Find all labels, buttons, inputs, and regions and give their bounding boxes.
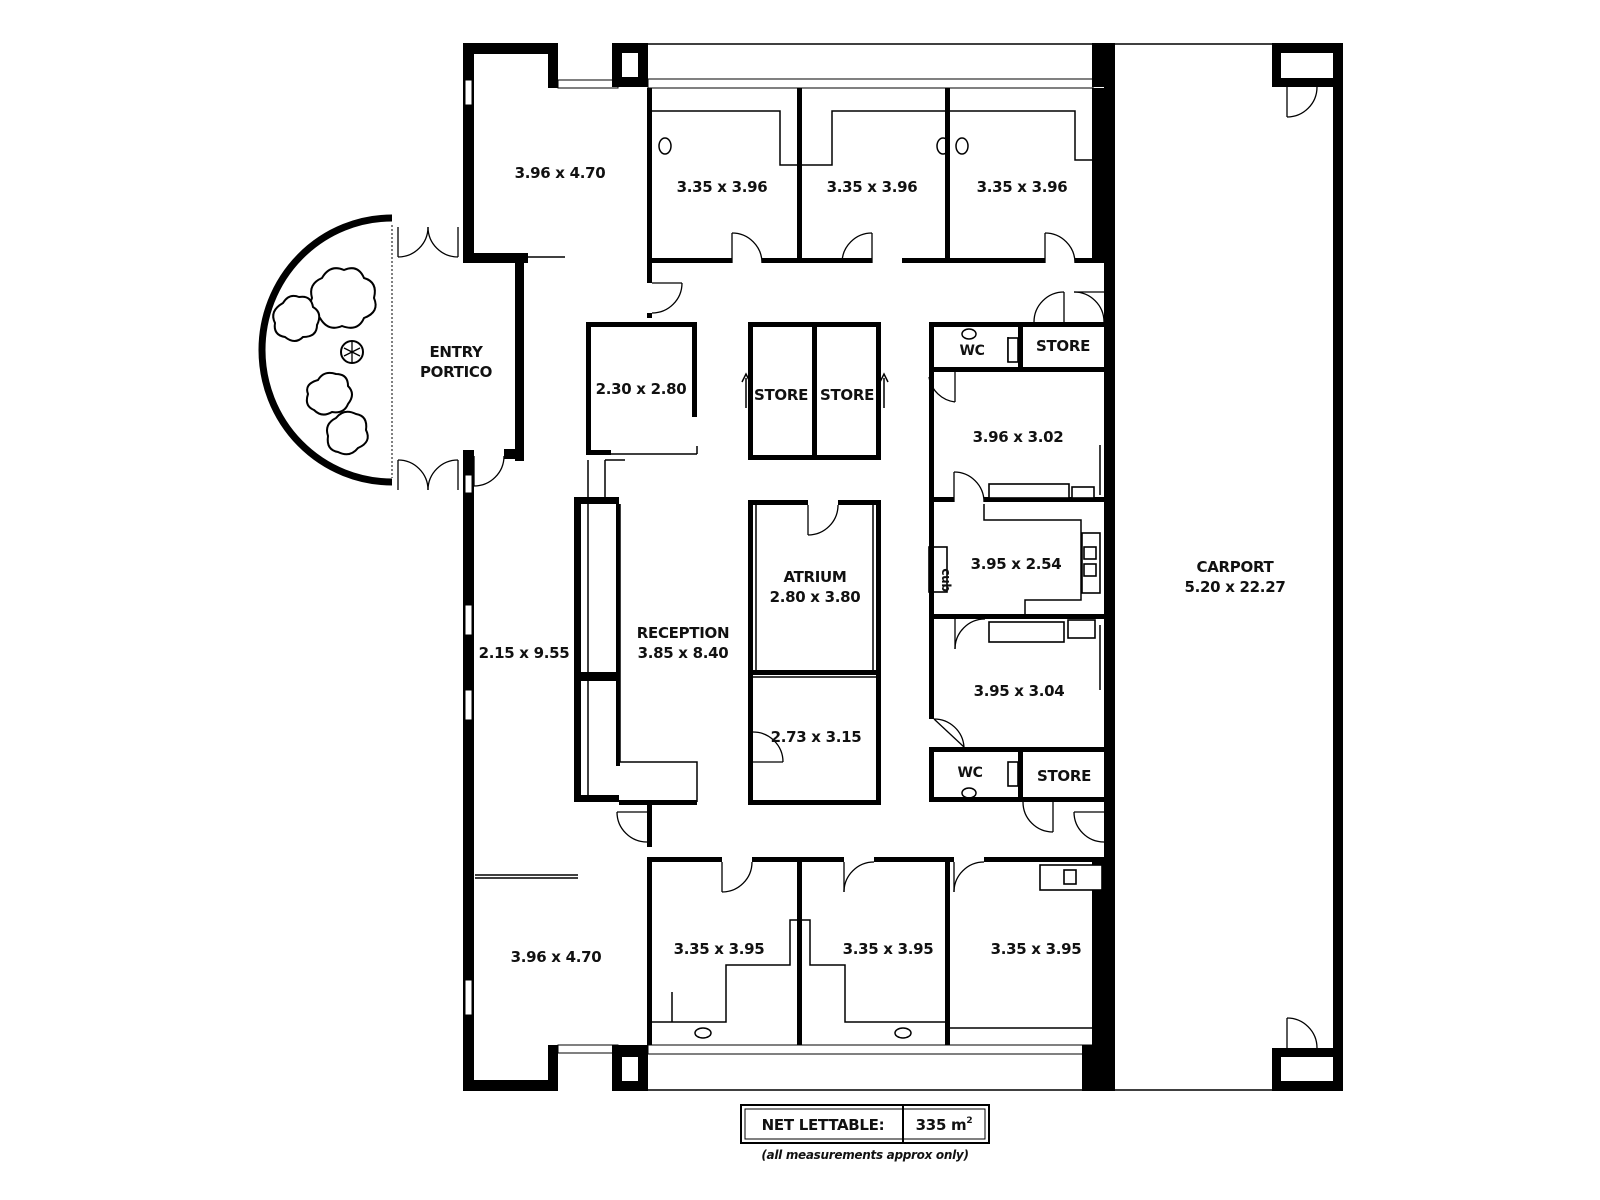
room-labels: 3.96 x 4.70 3.35 x 3.96 3.35 x 3.96 3.35… (420, 164, 1286, 966)
room-label: 2.30 x 2.80 (596, 380, 687, 398)
room-label: PORTICO (420, 363, 492, 381)
entry-portico (258, 214, 459, 491)
room-label: RECEPTION (637, 624, 729, 642)
room-label: 3.85 x 8.40 (638, 644, 729, 662)
exterior-walls (463, 43, 1115, 1091)
east-rooms (928, 291, 1105, 843)
room-label: WC (959, 343, 984, 359)
measurement-note: (all measurements approx only) (761, 1148, 968, 1162)
room-label: STORE (820, 386, 874, 404)
room-label: CARPORT (1197, 558, 1275, 576)
tree-icon (326, 410, 369, 456)
room-label: 2.15 x 9.55 (479, 644, 570, 662)
unit-superscript: 2 (966, 1116, 972, 1126)
room-label: 3.35 x 3.96 (827, 178, 918, 196)
room-label: cub (939, 568, 953, 592)
room-label: ENTRY (429, 343, 484, 361)
room-label: 3.35 x 3.95 (674, 940, 765, 958)
central-north-rooms (586, 322, 889, 460)
room-label: 3.96 x 4.70 (511, 948, 602, 966)
room-label: STORE (754, 386, 808, 404)
room-label: 5.20 x 22.27 (1185, 578, 1286, 596)
net-lettable-value: 335 m2 (916, 1116, 973, 1134)
room-label: 3.96 x 4.70 (515, 164, 606, 182)
room-label: ATRIUM (783, 568, 846, 586)
room-label: 2.73 x 3.15 (771, 728, 862, 746)
tree-icon (272, 294, 321, 342)
room-label: 3.35 x 3.96 (977, 178, 1068, 196)
reception-area (473, 449, 698, 879)
net-lettable-label: NET LETTABLE: (762, 1116, 885, 1134)
room-label: 3.95 x 3.04 (974, 682, 1065, 700)
net-lettable-box: NET LETTABLE: 335 m2 (all measurements a… (740, 1104, 990, 1162)
room-label: 3.35 x 3.96 (677, 178, 768, 196)
room-label: 3.35 x 3.95 (991, 940, 1082, 958)
atrium (748, 500, 881, 805)
room-label: 3.35 x 3.95 (843, 940, 934, 958)
room-label: 2.80 x 3.80 (770, 588, 861, 606)
room-label: STORE (1036, 337, 1090, 355)
room-label: 3.95 x 2.54 (971, 555, 1062, 573)
north-offices (647, 88, 1104, 318)
carport-outline (1115, 43, 1343, 1091)
room-label: 3.96 x 3.02 (973, 428, 1064, 446)
south-offices (616, 802, 1104, 1045)
tree-icon (305, 371, 353, 416)
room-label: WC (957, 765, 982, 781)
room-label: STORE (1037, 767, 1091, 785)
